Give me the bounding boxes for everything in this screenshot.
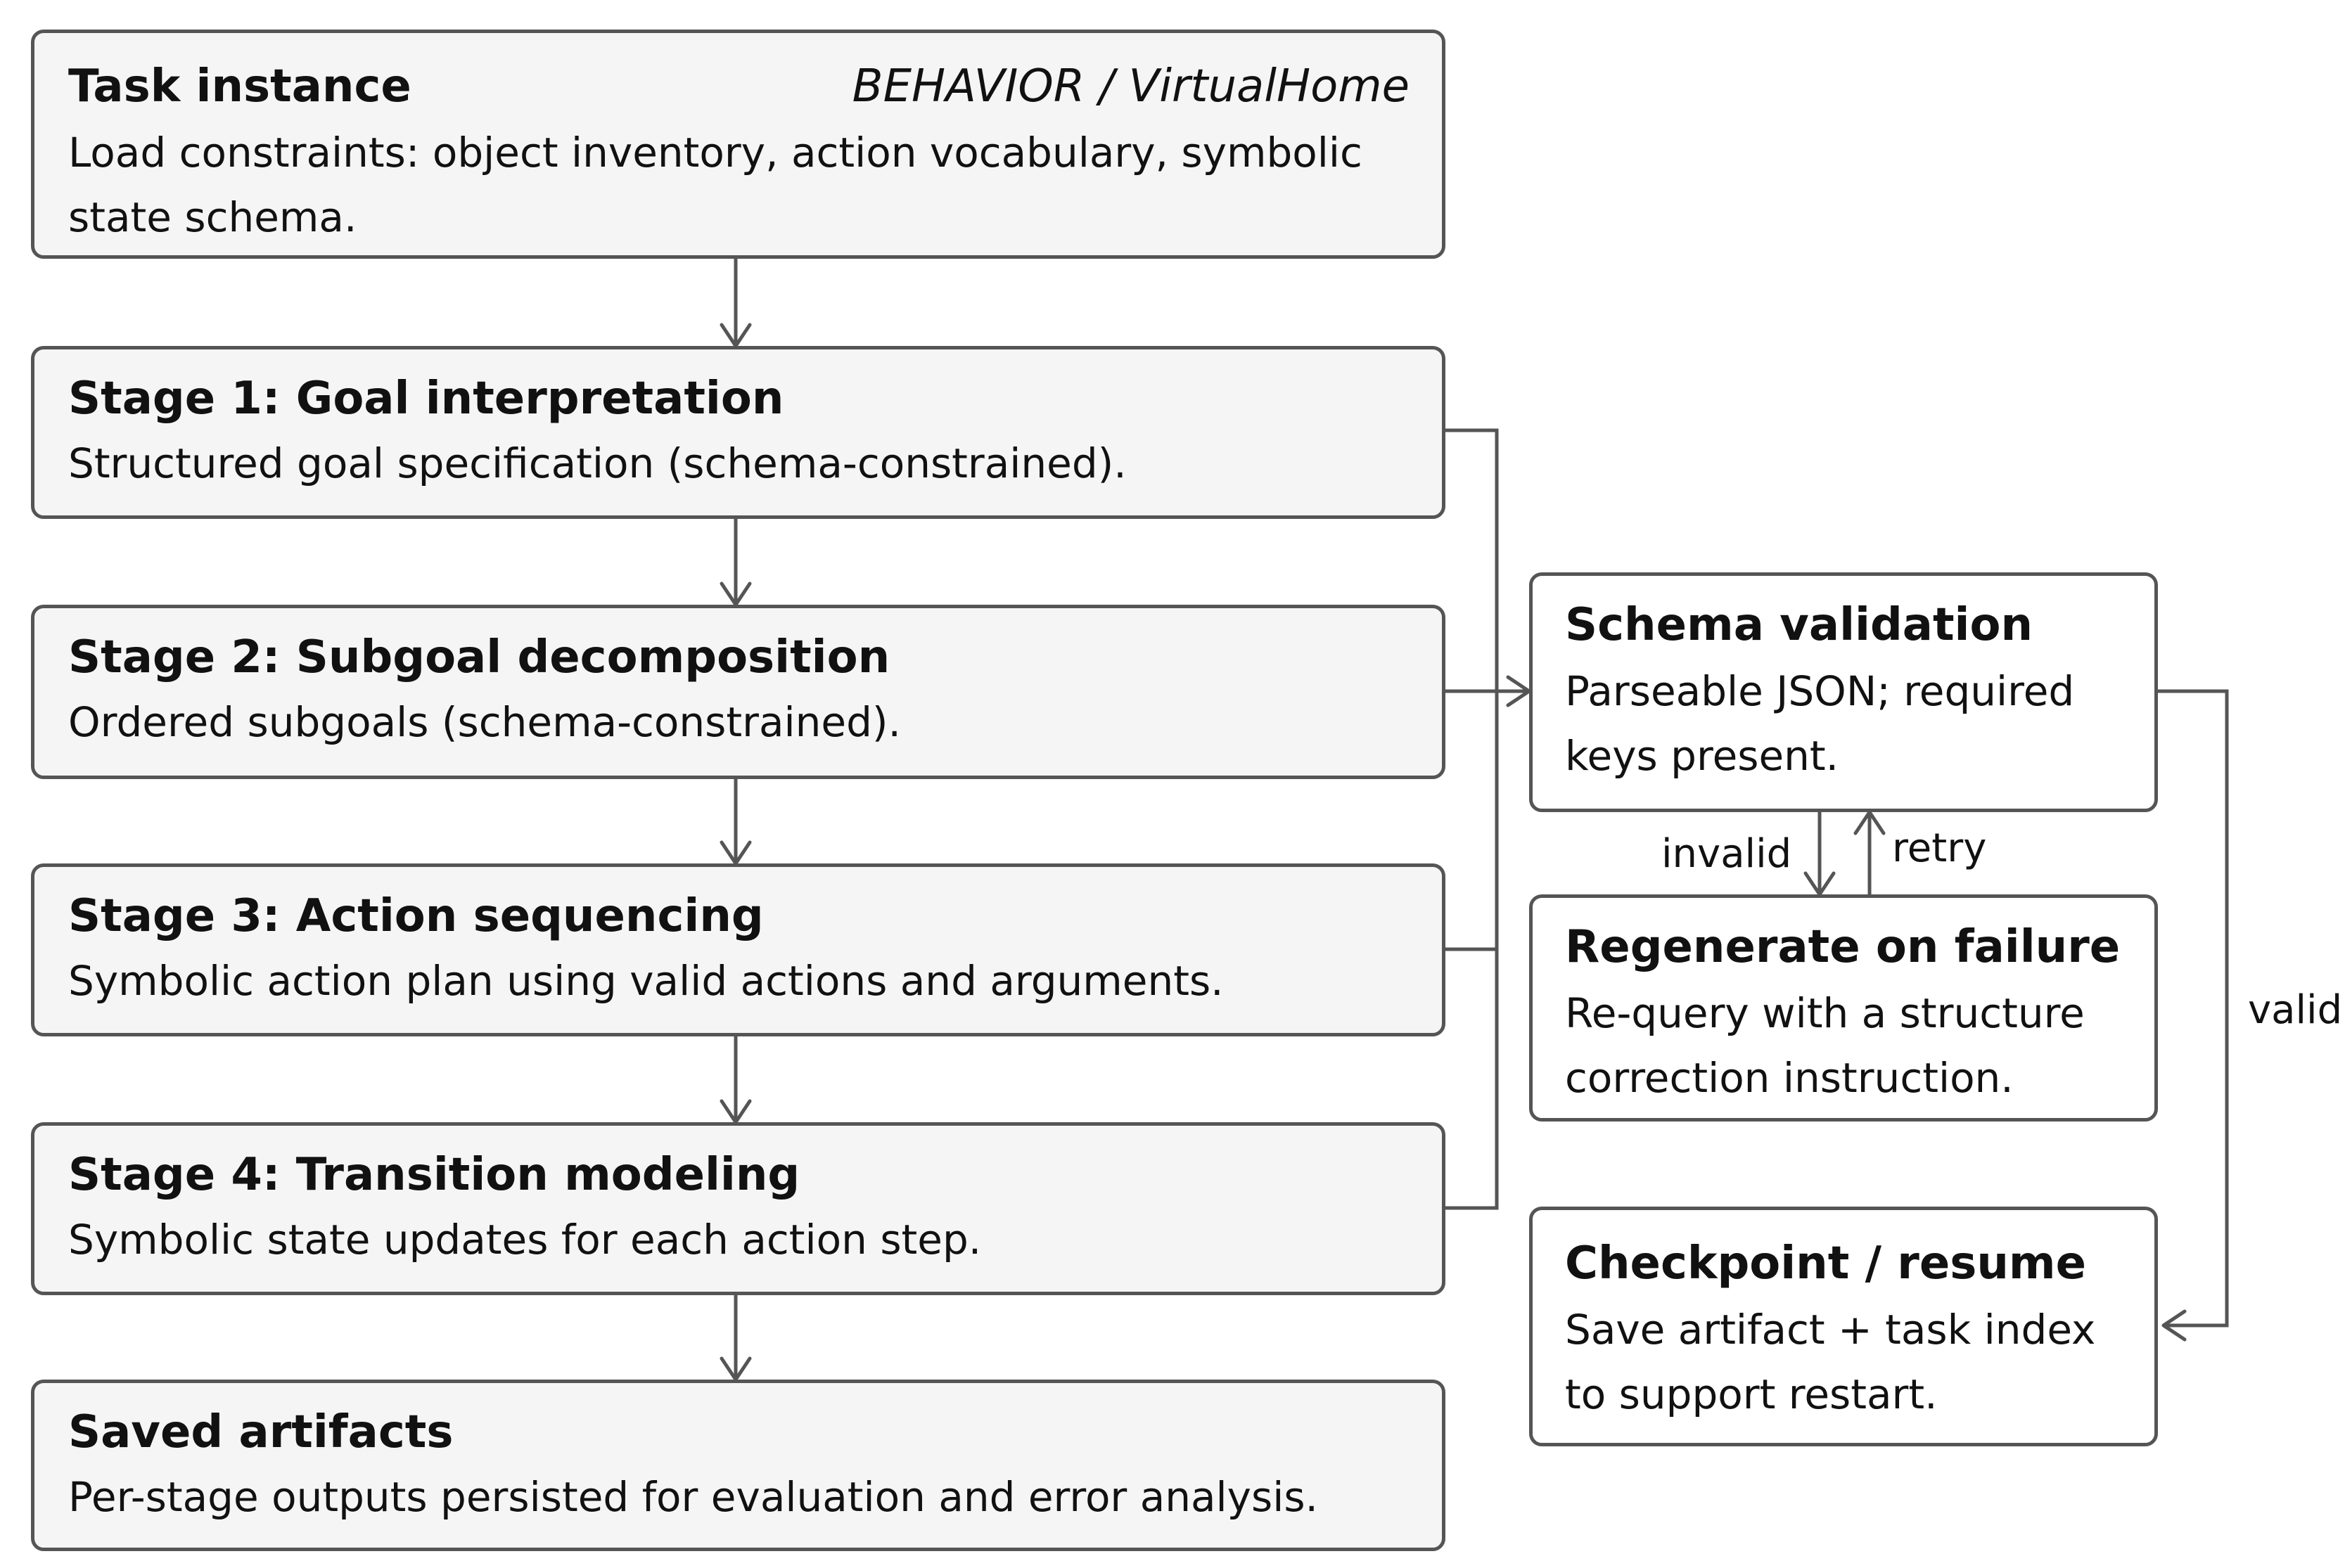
connector-stages-bracket	[1445, 428, 1499, 1210]
stage4-title: Stage 4: Transition modeling	[68, 1149, 800, 1201]
arrowhead-valid	[2161, 1309, 2187, 1342]
regenerate-box: Regenerate on failure Re-query with a st…	[1529, 894, 2158, 1122]
stage3-title: Stage 3: Action sequencing	[68, 890, 764, 942]
saved-artifacts-box: Saved artifacts Per-stage outputs persis…	[31, 1380, 1445, 1551]
saved-artifacts-title: Saved artifacts	[68, 1406, 454, 1458]
arrow-valid	[2158, 689, 2229, 1328]
task-instance-tag: BEHAVIOR / VirtualHome	[852, 60, 1410, 113]
regenerate-desc: Re-query with a structure correction ins…	[1565, 989, 2085, 1102]
stage1-desc: Structured goal specification (schema-co…	[68, 439, 1127, 487]
task-instance-desc: Load constraints: object inventory, acti…	[68, 129, 1362, 241]
checkpoint-box: Checkpoint / resume Save artifact + task…	[1529, 1207, 2158, 1446]
stage4-box: Stage 4: Transition modeling Symbolic st…	[31, 1122, 1445, 1295]
schema-validation-desc: Parseable JSON; required keys present.	[1565, 667, 2075, 780]
stage1-box: Stage 1: Goal interpretation Structured …	[31, 346, 1445, 519]
saved-artifacts-desc: Per-stage outputs persisted for evaluati…	[68, 1473, 1318, 1521]
stage3-desc: Symbolic action plan using valid actions…	[68, 957, 1224, 1005]
edge-label-invalid: invalid	[1661, 831, 1792, 877]
checkpoint-title: Checkpoint / resume	[1565, 1238, 2086, 1290]
edge-label-valid: valid	[2248, 987, 2343, 1033]
schema-validation-title: Schema validation	[1565, 599, 2033, 651]
stage2-box: Stage 2: Subgoal decomposition Ordered s…	[31, 605, 1445, 779]
task-instance-box: Task instance BEHAVIOR / VirtualHome Loa…	[31, 30, 1445, 259]
stage1-title: Stage 1: Goal interpretation	[68, 373, 784, 425]
schema-validation-box: Schema validation Parseable JSON; requir…	[1529, 572, 2158, 812]
stage4-desc: Symbolic state updates for each action s…	[68, 1216, 982, 1264]
stage2-title: Stage 2: Subgoal decomposition	[68, 631, 890, 683]
stage2-desc: Ordered subgoals (schema-constrained).	[68, 698, 901, 746]
task-instance-title: Task instance	[68, 60, 411, 113]
stage3-box: Stage 3: Action sequencing Symbolic acti…	[31, 863, 1445, 1036]
arrowhead-retry	[1853, 810, 1886, 835]
regenerate-title: Regenerate on failure	[1565, 921, 2121, 973]
edge-label-retry: retry	[1892, 825, 1987, 871]
checkpoint-desc: Save artifact + task index to support re…	[1565, 1306, 2096, 1418]
